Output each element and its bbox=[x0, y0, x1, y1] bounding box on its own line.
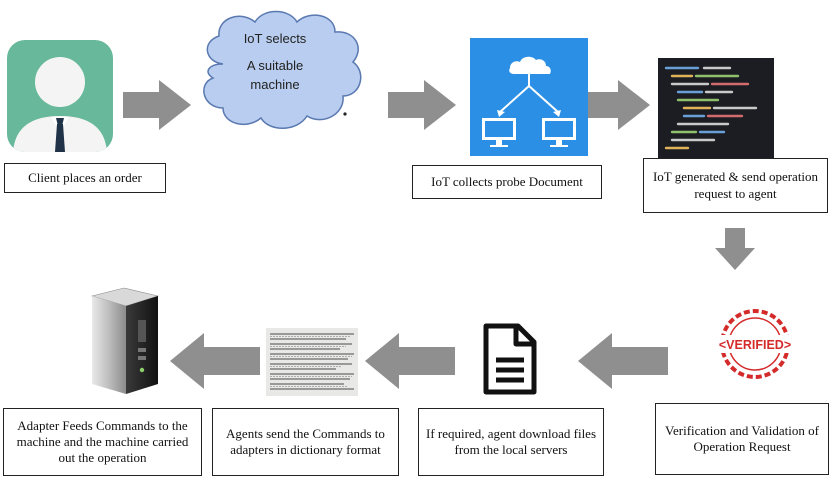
collect-label: IoT collects probe Document bbox=[431, 173, 583, 189]
verified-stamp-icon: <VERIFIED> bbox=[711, 309, 799, 379]
code-screen-icon bbox=[658, 58, 774, 158]
generate-label: IoT generated & send operation request t… bbox=[652, 169, 819, 201]
verify-label-box: Verification and Validation of Operation… bbox=[655, 403, 829, 475]
stamp-text: <VERIFIED> bbox=[719, 338, 791, 352]
arrow-network-to-code bbox=[582, 80, 650, 130]
generate-label-box: IoT generated & send operation request t… bbox=[643, 158, 828, 213]
verify-label: Verification and Validation of Operation… bbox=[665, 422, 819, 454]
machine-tower-icon bbox=[90, 287, 160, 394]
printed-text-icon bbox=[266, 328, 358, 396]
cloud-label: IoT selects A suitable machine bbox=[205, 30, 345, 95]
cloud-line-1: IoT selects bbox=[243, 31, 307, 46]
arrow-document-to-printout bbox=[365, 333, 455, 389]
user-avatar-icon bbox=[7, 40, 113, 152]
collect-label-box: IoT collects probe Document bbox=[412, 165, 602, 199]
arrow-code-to-verify bbox=[715, 228, 755, 270]
cloud-line-2: A suitable bbox=[246, 57, 304, 73]
arrow-client-to-cloud bbox=[123, 80, 191, 130]
download-label: If required, agent download files from t… bbox=[425, 425, 597, 457]
client-label: Client places an order bbox=[28, 169, 142, 185]
cloud-line-3: machine bbox=[250, 76, 300, 92]
cloud-network-icon bbox=[470, 38, 588, 156]
adapter-label-box: Adapter Feeds Commands to the machine an… bbox=[3, 408, 202, 476]
arrow-cloud-to-network bbox=[388, 80, 456, 130]
download-label-box: If required, agent download files from t… bbox=[418, 408, 604, 476]
arrow-verify-to-document bbox=[578, 333, 668, 389]
arrow-printout-to-machine bbox=[170, 333, 260, 389]
agents-label-box: Agents send the Commands to adapters in … bbox=[212, 408, 399, 476]
agents-label: Agents send the Commands to adapters in … bbox=[226, 425, 385, 457]
client-label-box: Client places an order bbox=[4, 163, 166, 193]
cloud-icon bbox=[203, 10, 362, 129]
adapter-label: Adapter Feeds Commands to the machine an… bbox=[16, 417, 189, 466]
document-icon bbox=[483, 323, 537, 395]
